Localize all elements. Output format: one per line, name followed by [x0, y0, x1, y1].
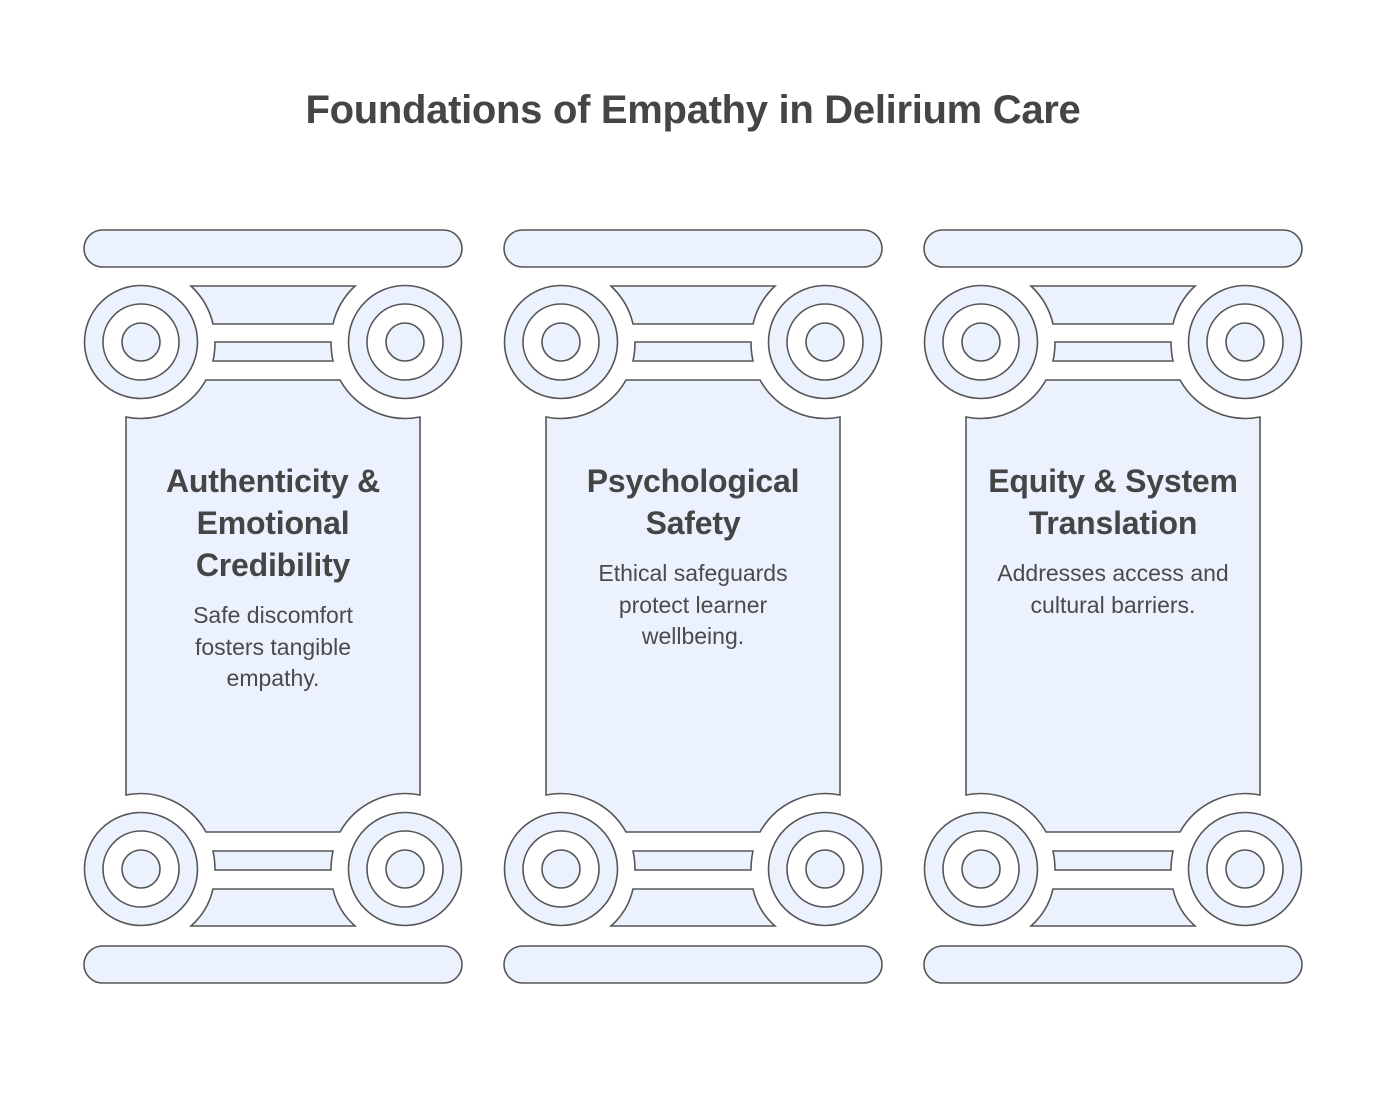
pillar-shaft — [125, 379, 421, 833]
pillar-heading: Equity & System Translation — [988, 463, 1238, 541]
bottom-slab — [923, 945, 1303, 984]
pillar-description: Safe discomfort fosters tangible empathy… — [193, 602, 353, 691]
pillar-shaft — [965, 379, 1261, 833]
pillar-equity — [923, 229, 1303, 984]
bottom-left-volute-core — [121, 849, 161, 889]
diagram-title: Foundations of Empathy in Delirium Care — [305, 88, 1081, 132]
bottom-slab — [83, 945, 463, 984]
top-right-volute-core — [385, 322, 425, 362]
bottom-slab — [503, 945, 883, 984]
bottom-capital-block — [188, 888, 358, 927]
pillar-description: Ethical safeguards protect learner wellb… — [598, 560, 788, 649]
top-left-volute-core — [541, 322, 581, 362]
pillar-description: Addresses access and cultural barriers. — [997, 560, 1229, 618]
top-left-volute-core — [121, 322, 161, 362]
pillar-authenticity — [83, 229, 463, 984]
top-left-volute-core — [961, 322, 1001, 362]
bottom-capital-band — [632, 850, 754, 871]
pillar-text-equity: Equity & System Translation Addresses ac… — [966, 460, 1260, 621]
pillar-heading: Authenticity & Emotional Credibility — [165, 463, 381, 583]
bottom-capital-block — [1028, 888, 1198, 927]
top-slab — [503, 229, 883, 268]
top-slab — [923, 229, 1303, 268]
top-capital-band — [1052, 341, 1174, 362]
pillar-text-psychological-safety: Psychological Safety Ethical safeguards … — [546, 460, 840, 653]
top-capital-band — [212, 341, 334, 362]
pillar-shaft — [545, 379, 841, 833]
pillar-heading: Psychological Safety — [586, 463, 800, 541]
top-capital-block — [188, 285, 358, 325]
top-capital-band — [632, 341, 754, 362]
pillar-psychological-safety — [503, 229, 883, 984]
top-capital-block — [608, 285, 778, 325]
bottom-capital-block — [608, 888, 778, 927]
bottom-left-volute-core — [961, 849, 1001, 889]
top-right-volute-core — [1225, 322, 1265, 362]
pillar-text-authenticity: Authenticity & Emotional Credibility Saf… — [126, 460, 420, 695]
bottom-left-volute-core — [541, 849, 581, 889]
top-capital-block — [1028, 285, 1198, 325]
bottom-right-volute-core — [805, 849, 845, 889]
bottom-capital-band — [212, 850, 334, 871]
bottom-capital-band — [1052, 850, 1174, 871]
top-right-volute-core — [805, 322, 845, 362]
bottom-right-volute-core — [385, 849, 425, 889]
bottom-right-volute-core — [1225, 849, 1265, 889]
top-slab — [83, 229, 463, 268]
